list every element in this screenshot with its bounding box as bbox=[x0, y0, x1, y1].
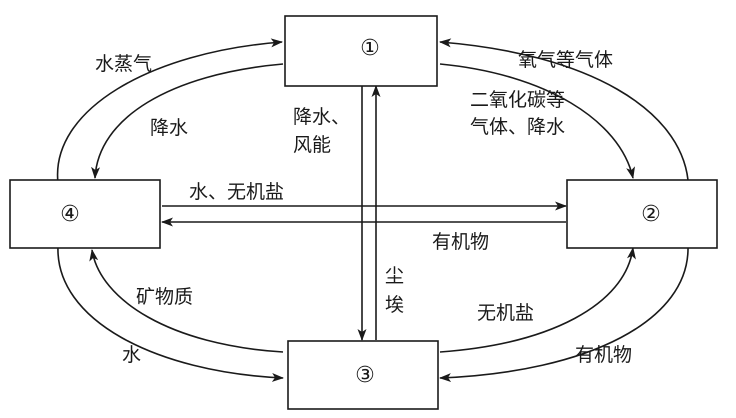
arrow-1-to-4-inner bbox=[91, 63, 284, 179]
label-organic-bottom: 有机物 bbox=[575, 344, 632, 366]
node-3-label: ③ bbox=[355, 363, 375, 388]
label-precip-left: 降水 bbox=[150, 117, 188, 139]
arrow-1-to-2-inner bbox=[439, 63, 635, 179]
label-organic-middle: 有机物 bbox=[432, 231, 489, 253]
arrow-3-to-2-inner bbox=[439, 247, 636, 353]
label-dust-line1: 尘 bbox=[385, 265, 404, 287]
arrow-2-to-1-outer bbox=[439, 38, 689, 181]
label-precip-wind-line2: 风能 bbox=[293, 134, 331, 156]
node-4-label: ④ bbox=[60, 202, 80, 227]
box-node-4 bbox=[9, 179, 161, 249]
label-co2-line1: 二氧化碳等 bbox=[470, 89, 565, 111]
label-co2-line2: 气体、降水 bbox=[470, 116, 565, 138]
box-node-1 bbox=[284, 15, 438, 87]
box-node-2 bbox=[566, 179, 718, 249]
arrow-4-to-1-outer bbox=[56, 38, 283, 184]
label-water-vapor: 水蒸气 bbox=[95, 53, 152, 75]
label-precip-wind-line1: 降水、 bbox=[293, 106, 350, 128]
label-water-salt: 水、无机盐 bbox=[189, 181, 284, 203]
arrow-3-to-4-inner bbox=[89, 249, 284, 353]
label-salt-bottom: 无机盐 bbox=[477, 302, 534, 324]
label-dust-line2: 埃 bbox=[385, 294, 404, 316]
box-node-3 bbox=[287, 340, 439, 410]
arrow-2-to-3-outer bbox=[439, 245, 689, 383]
arrow-4-to-3-outer bbox=[57, 245, 284, 382]
node-1-label: ① bbox=[360, 36, 380, 61]
label-oxygen-gases: 氧气等气体 bbox=[518, 49, 613, 71]
label-water-bottom: 水 bbox=[122, 344, 141, 366]
node-2-label: ② bbox=[641, 202, 661, 227]
label-minerals: 矿物质 bbox=[136, 286, 193, 308]
